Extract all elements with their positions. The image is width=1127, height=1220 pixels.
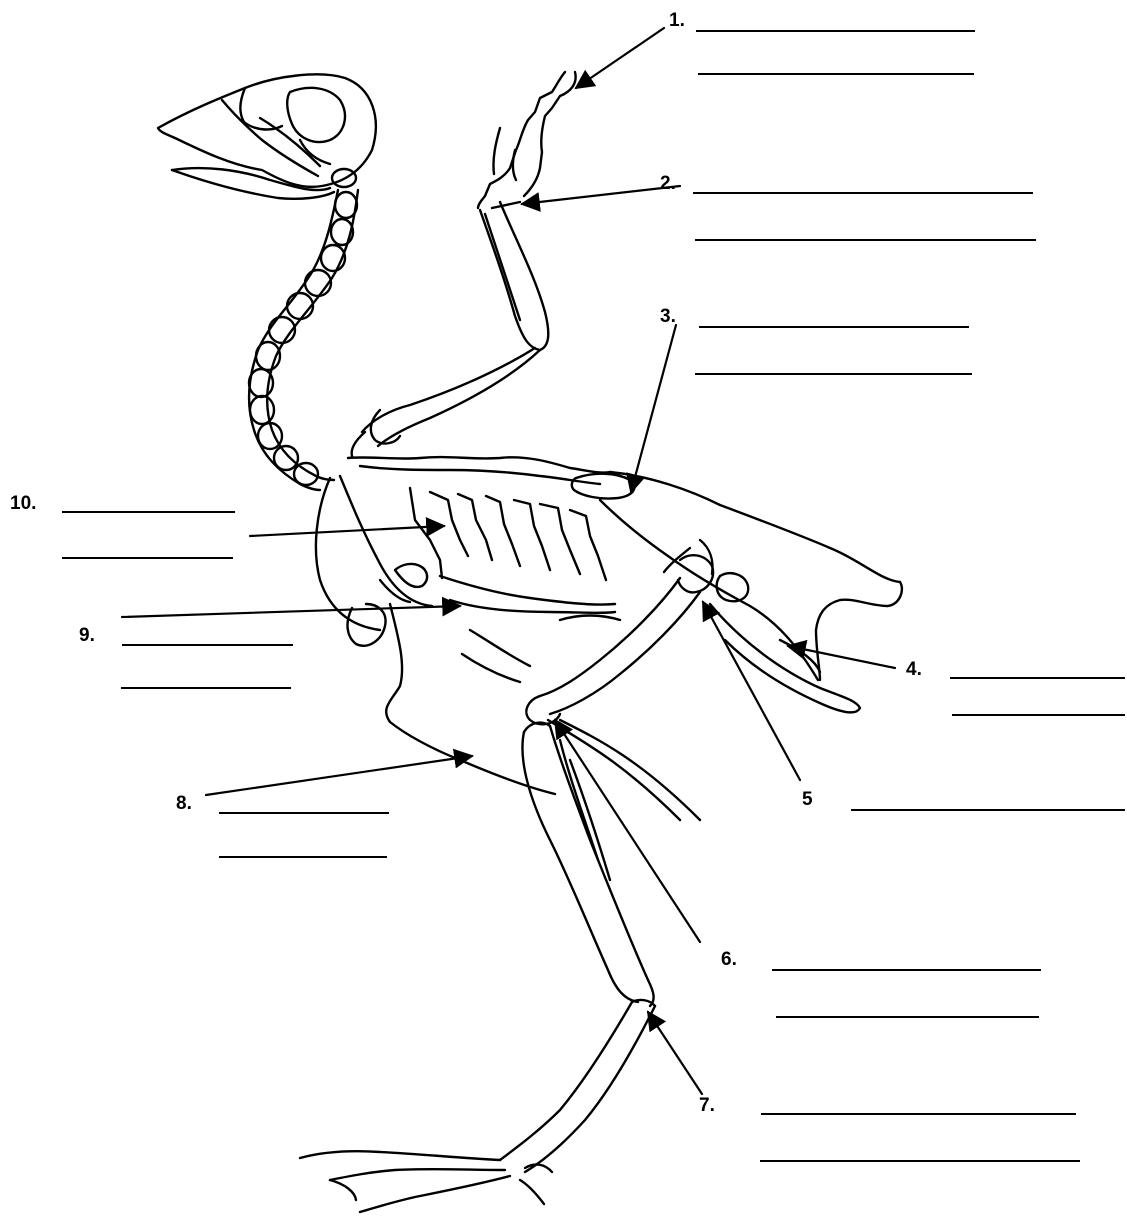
label-number-6: 6. bbox=[721, 950, 737, 969]
label-number-4: 4. bbox=[906, 660, 922, 679]
answer-line-7a[interactable] bbox=[761, 1113, 1076, 1115]
answer-line-6b[interactable] bbox=[776, 1016, 1039, 1018]
label-arrows bbox=[122, 28, 895, 1094]
arrow-7 bbox=[648, 1012, 702, 1094]
label-number-1: 1. bbox=[669, 11, 685, 30]
cervical-vertebrae bbox=[249, 190, 358, 490]
answer-line-6a[interactable] bbox=[772, 969, 1041, 971]
arrow-2 bbox=[522, 186, 680, 204]
answer-line-8a[interactable] bbox=[219, 812, 389, 814]
arrow-1 bbox=[576, 28, 664, 88]
arrow-10 bbox=[250, 526, 444, 536]
tibiotarsus bbox=[522, 720, 700, 1006]
label-number-9: 9. bbox=[79, 626, 95, 645]
answer-line-10b[interactable] bbox=[62, 557, 233, 559]
label-number-5: 5 bbox=[802, 790, 813, 809]
answer-line-2b[interactable] bbox=[695, 239, 1036, 241]
label-number-3: 3. bbox=[660, 307, 676, 326]
label-number-10: 10. bbox=[10, 494, 36, 513]
answer-line-8b[interactable] bbox=[219, 856, 387, 858]
answer-line-3a[interactable] bbox=[699, 326, 969, 328]
answer-line-10a[interactable] bbox=[62, 511, 235, 513]
wing bbox=[352, 72, 576, 456]
label-number-2: 2. bbox=[660, 174, 676, 193]
answer-line-7b[interactable] bbox=[760, 1160, 1080, 1162]
arrow-8 bbox=[206, 756, 472, 795]
arrow-3 bbox=[631, 325, 676, 492]
sternum-keel bbox=[347, 604, 620, 794]
answer-line-2a[interactable] bbox=[693, 192, 1033, 194]
answer-line-9a[interactable] bbox=[122, 644, 293, 646]
arrow-5 bbox=[703, 602, 800, 780]
femur bbox=[526, 555, 713, 724]
answer-line-1a[interactable] bbox=[696, 30, 975, 32]
arrow-9 bbox=[122, 606, 460, 617]
label-number-7: 7. bbox=[699, 1096, 715, 1115]
label-number-8: 8. bbox=[176, 794, 192, 813]
answer-line-4a[interactable] bbox=[950, 677, 1125, 679]
answer-line-4b[interactable] bbox=[952, 714, 1125, 716]
answer-line-5[interactable] bbox=[851, 809, 1125, 811]
ribs bbox=[316, 476, 615, 630]
answer-line-9b[interactable] bbox=[121, 687, 291, 689]
tarsometatarsus-and-toes bbox=[300, 1000, 655, 1212]
arrow-6 bbox=[555, 720, 700, 942]
answer-line-1b[interactable] bbox=[698, 73, 974, 75]
answer-line-3b[interactable] bbox=[695, 373, 972, 375]
trunk bbox=[348, 457, 902, 712]
skull bbox=[158, 74, 376, 198]
